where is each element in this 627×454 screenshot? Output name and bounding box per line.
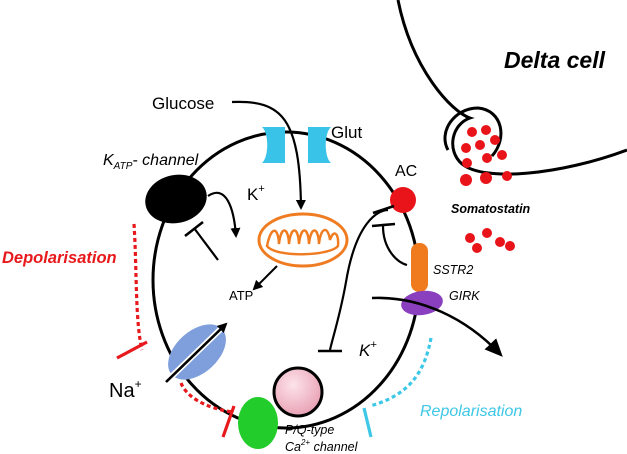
delta-cell-membrane — [396, 0, 627, 176]
repolarisation-dashed-path — [369, 337, 433, 408]
ac-label: AC — [395, 163, 417, 180]
k-ion-label-top: K+ — [247, 183, 265, 204]
k-efflux-girk-arrow — [371, 296, 503, 357]
glut-label: Glut — [331, 123, 362, 142]
na-ion-label: Na+ — [109, 377, 142, 402]
katp-channel — [145, 174, 207, 224]
girk-channel — [401, 290, 443, 316]
ca-channel — [238, 397, 278, 449]
glucose-label: Glucose — [152, 94, 214, 113]
glucose-entry-arrow — [231, 100, 306, 210]
insulin-vesicle — [272, 366, 324, 418]
depolarisation-label: Depolarisation — [2, 249, 117, 267]
adenylyl-cyclase — [390, 187, 416, 213]
depolarisation-dashed-path-1 — [132, 223, 144, 351]
k-efflux-arrow — [207, 191, 241, 238]
sstr2-label: SSTR2 — [433, 263, 473, 277]
mitochondrion-icon — [257, 212, 349, 268]
sstr2-inhibition-bar — [371, 222, 396, 228]
girk-label: GIRK — [449, 289, 480, 303]
depolarisation-bar-2 — [221, 405, 236, 438]
glut-transporter — [262, 127, 331, 163]
katp-channel-label: KATP- channel — [103, 152, 199, 172]
sstr2-to-ac-inhibition-line — [381, 225, 408, 267]
delta-cell-label: Delta cell — [504, 47, 606, 73]
somatostatin-dots — [460, 125, 515, 253]
mito-to-atp-arrow — [252, 265, 278, 291]
ac-inhibited-bar — [372, 204, 395, 215]
depolarisation-bar-1 — [116, 340, 148, 360]
ac-to-calcium-inhibition-line — [328, 208, 389, 351]
atp-label: ATP — [229, 288, 253, 303]
exocytosis-vesicle — [443, 106, 503, 157]
k-ion-label-bottom: K+ — [359, 339, 377, 360]
repolarisation-bar — [362, 407, 373, 438]
ca-channel-label: Ca2+ channel — [285, 438, 359, 454]
atp-inhibition-line — [193, 227, 219, 261]
pq-type-label: P/Q-type — [285, 423, 334, 437]
sstr2-receptor — [411, 243, 428, 292]
repolarisation-label: Repolarisation — [420, 403, 522, 420]
atp-inhibition-bar — [184, 220, 204, 238]
na-influx-arrow — [165, 322, 228, 383]
somatostatin-label: Somatostatin — [451, 202, 531, 216]
